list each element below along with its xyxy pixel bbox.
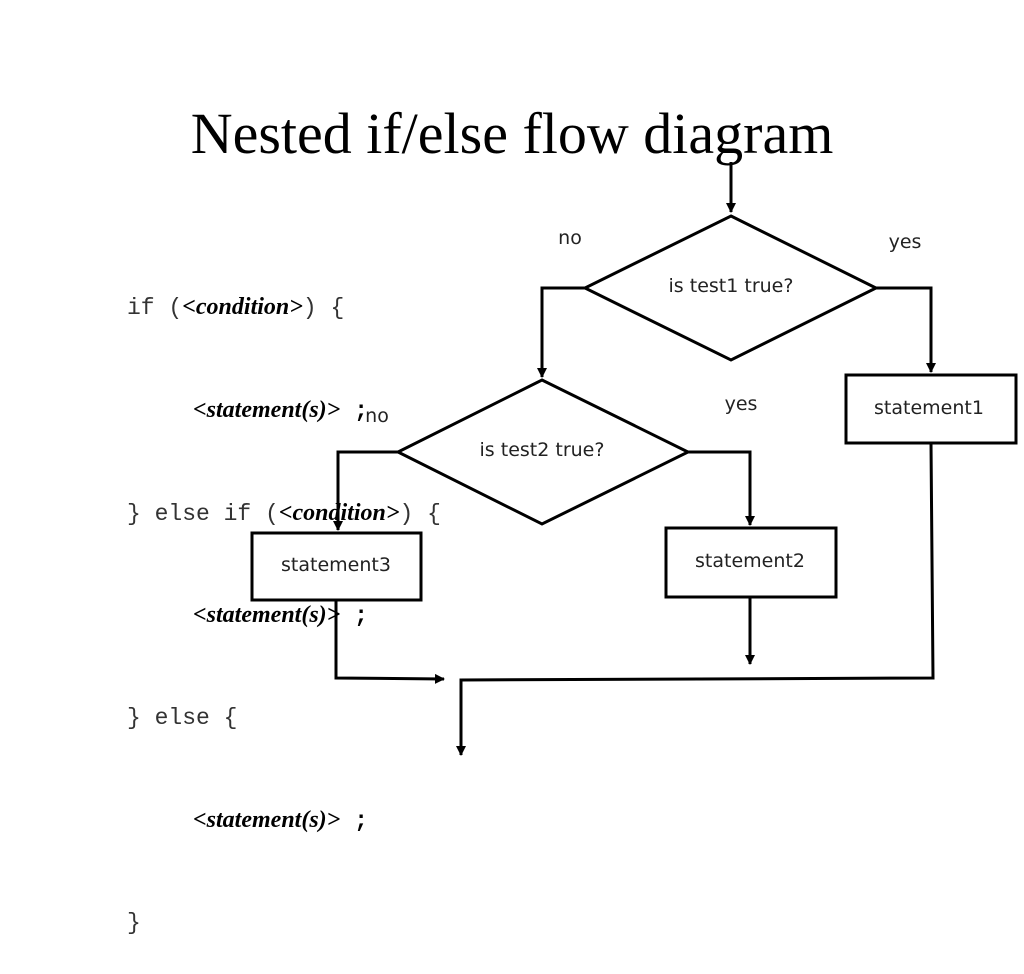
- decision2-diamond: [394, 378, 692, 526]
- code-else-if: } else if (: [127, 500, 279, 527]
- d2-yes-arrow: [688, 450, 755, 526]
- condition-placeholder: <condition>: [182, 294, 303, 321]
- statement-placeholder: <statement(s)>: [193, 602, 341, 629]
- d1-no-arrow: [537, 286, 585, 378]
- statement-placeholder: <statement(s)>: [193, 397, 341, 423]
- d2-yes-label: yes: [725, 393, 758, 415]
- statement1-label: statement1: [874, 397, 984, 419]
- d1-no-label: no: [558, 227, 582, 249]
- semicolon: ;: [340, 603, 368, 630]
- semicolon: ;: [340, 398, 368, 424]
- statement3-merge-arrow: [334, 600, 445, 684]
- code-line-7: }: [127, 909, 141, 936]
- statement2-box: [664, 526, 838, 599]
- d2-no-label: no: [365, 405, 389, 427]
- code-paren-brace: ) {: [302, 295, 345, 322]
- statement1-box: [844, 373, 1018, 445]
- statement3-box: [250, 531, 423, 602]
- code-line-5: } else {: [127, 704, 238, 731]
- semicolon: ;: [340, 808, 368, 835]
- code-line-4: <statement(s)> ;: [127, 598, 441, 632]
- merge-exit-arrow: [456, 442, 935, 756]
- statement2-label: statement2: [695, 550, 805, 572]
- code-line-6: <statement(s)> ;: [127, 803, 441, 837]
- decision1-label: is test1 true?: [669, 275, 794, 297]
- flow-diagram: is test1 true? is test2 true? statement1…: [250, 162, 1018, 756]
- d1-yes-label: yes: [889, 231, 922, 253]
- statement-placeholder: <statement(s)>: [193, 807, 341, 834]
- decision1-diamond: [581, 214, 880, 362]
- code-line-2: <statement(s)> ;: [127, 393, 441, 427]
- d1-yes-arrow: [876, 286, 936, 373]
- slide-title: Nested if/else flow diagram: [190, 101, 834, 166]
- code-paren-brace: ) {: [399, 500, 441, 527]
- decision2-label: is test2 true?: [480, 439, 605, 461]
- d2-no-arrow: [333, 450, 398, 531]
- code-keyword-if: if (: [127, 295, 183, 322]
- code-line-1: if (<condition>) {: [127, 290, 441, 324]
- statement3-label: statement3: [281, 554, 391, 576]
